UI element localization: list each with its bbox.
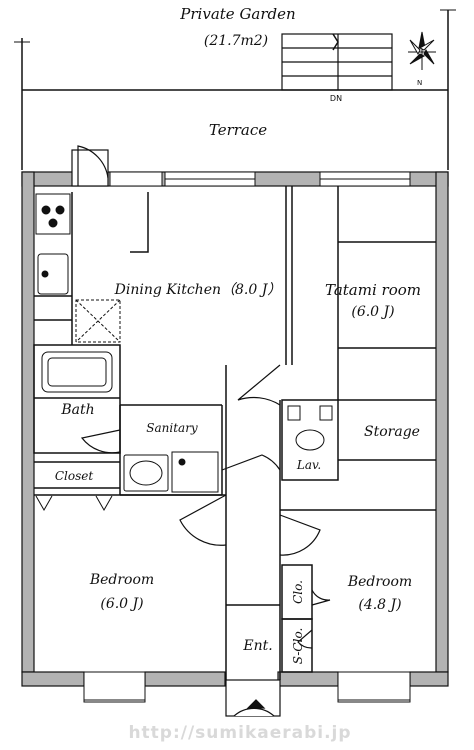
terrace-label: Terrace bbox=[209, 121, 267, 139]
clo-label: Clo. bbox=[291, 580, 305, 604]
interior-walls bbox=[33, 186, 436, 680]
kitchen-sink-icon bbox=[37, 253, 69, 295]
closet-doors bbox=[35, 495, 113, 512]
terrace-door bbox=[71, 145, 109, 187]
tatami-room-label: Tatami room bbox=[325, 281, 421, 299]
closet-label: Closet bbox=[55, 469, 94, 483]
terrace bbox=[21, 90, 449, 170]
compass-north: N bbox=[417, 79, 422, 87]
compass-icon bbox=[408, 31, 436, 70]
garden-area: (21.7m2) bbox=[204, 33, 268, 49]
entrance bbox=[225, 679, 281, 717]
bedroom2-label: Bedroom bbox=[347, 574, 412, 590]
washing-machine-icon bbox=[171, 451, 219, 493]
lav-label: Lav. bbox=[296, 458, 321, 472]
watermark: http://sumikaerabi.jp bbox=[128, 723, 351, 743]
stair-dn-label: DN bbox=[330, 94, 342, 103]
bath-label: Bath bbox=[60, 402, 94, 418]
s-clo-label: S-Clo. bbox=[291, 628, 305, 665]
dining-kitchen-label: Dining Kitchen（8.0 J） bbox=[114, 282, 282, 298]
windows-bottom bbox=[83, 671, 411, 703]
doors bbox=[80, 364, 331, 649]
bedroom2-size: (4.8 J) bbox=[358, 597, 401, 613]
bathtub-icon bbox=[41, 351, 113, 393]
stove-icon bbox=[35, 193, 71, 235]
entrance-label: Ent. bbox=[242, 638, 272, 654]
bedroom1-label: Bedroom bbox=[89, 572, 154, 588]
sanitary-label: Sanitary bbox=[146, 421, 198, 435]
tatami-room-size: (6.0 J) bbox=[351, 304, 394, 320]
garden-label: Private Garden bbox=[179, 5, 295, 23]
toilet-icon bbox=[287, 405, 333, 451]
fridge-space bbox=[75, 299, 121, 343]
storage-label: Storage bbox=[364, 424, 420, 440]
bedroom1-size: (6.0 J) bbox=[100, 596, 143, 612]
windows-top bbox=[109, 171, 411, 187]
washbasin-icon bbox=[123, 454, 169, 492]
garden-stairs bbox=[281, 33, 393, 91]
